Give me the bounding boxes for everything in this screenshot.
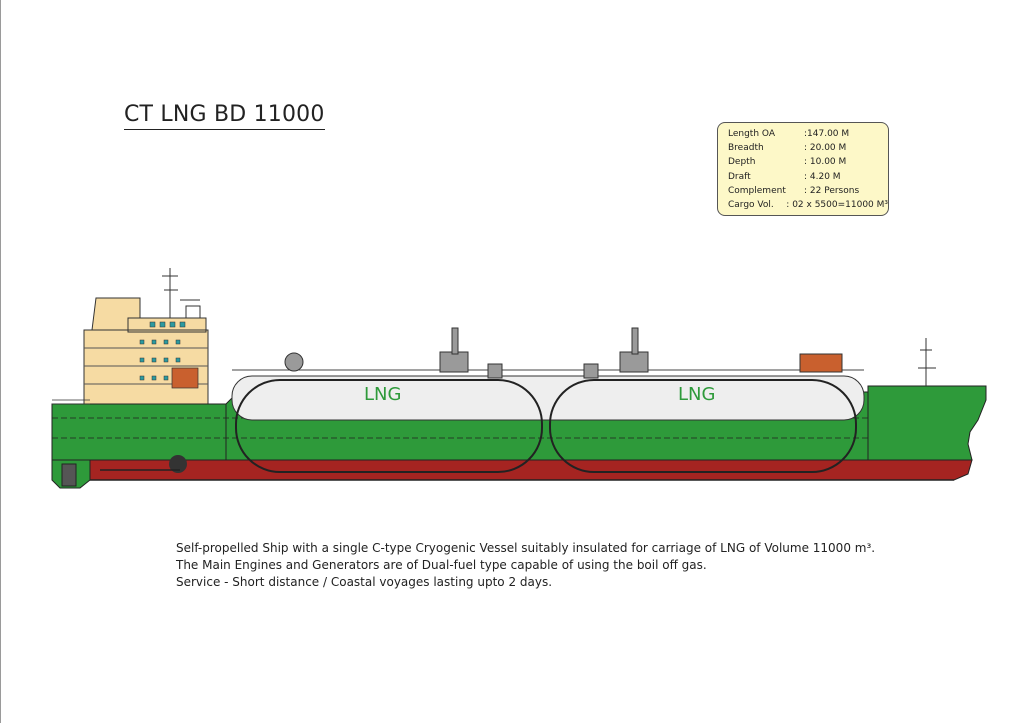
- accommodation-block: [83, 268, 209, 405]
- lng-tank-fwd: [549, 379, 857, 473]
- spec-value: : 4.20 M: [804, 171, 841, 182]
- spec-row-cargo-volume: Cargo Vol. : 02 x 5500=11000 M³: [728, 198, 888, 212]
- spec-row-draft: Draft : 4.20 M: [728, 170, 888, 184]
- accommodation-house: [83, 329, 209, 405]
- description-line: The Main Engines and Generators are of D…: [176, 558, 707, 572]
- description-line: Service - Short distance / Coastal voyag…: [176, 575, 553, 589]
- spec-label: Breadth: [728, 143, 764, 154]
- spec-label: Depth: [728, 157, 756, 168]
- spec-value: : 20.00 M: [804, 143, 847, 154]
- description-line: Self-propelled Ship with a single C-type…: [176, 541, 876, 555]
- spec-label: Draft: [728, 171, 751, 182]
- spec-label: Complement: [728, 185, 786, 196]
- spec-row-complement: Complement : 22 Persons: [728, 184, 888, 198]
- rudder: [61, 463, 77, 487]
- deck-container: [799, 353, 843, 373]
- drawing-title: CT LNG BD 11000: [124, 102, 325, 130]
- cargo-tanks: LNG LNG: [231, 327, 865, 473]
- ship-profile-drawing: LNG LNG: [51, 268, 987, 489]
- page-border: [0, 0, 1, 723]
- description-text: Self-propelled Ship with a single C-type…: [176, 540, 875, 591]
- tank-domes: [284, 327, 649, 379]
- spec-row-breadth: Breadth : 20.00 M: [728, 141, 888, 155]
- spec-label: Cargo Vol.: [728, 200, 774, 211]
- tank-label-fwd: LNG: [678, 384, 715, 405]
- lng-tank-aft: [235, 379, 543, 473]
- spec-row-length: Length OA :147.00 M: [728, 127, 888, 141]
- radar-mast: [162, 268, 201, 319]
- spec-row-depth: Depth : 10.00 M: [728, 155, 888, 169]
- tank-cover-dome: [231, 375, 865, 421]
- specifications-box: Length OA :147.00 M Breadth : 20.00 M De…: [717, 122, 889, 216]
- spec-value: : 22 Persons: [804, 185, 860, 196]
- bow-mast: [918, 338, 936, 386]
- tank-label-aft: LNG: [364, 384, 401, 405]
- windows: [139, 321, 186, 381]
- spec-value: : 10.00 M: [804, 157, 847, 168]
- lifeboat: [171, 367, 199, 389]
- spec-value: : 02 x 5500=11000 M³: [786, 200, 888, 211]
- spec-value: :147.00 M: [804, 129, 850, 139]
- wheelhouse: [127, 317, 207, 333]
- main-engine: [169, 455, 187, 473]
- spec-label: Length OA: [728, 129, 775, 139]
